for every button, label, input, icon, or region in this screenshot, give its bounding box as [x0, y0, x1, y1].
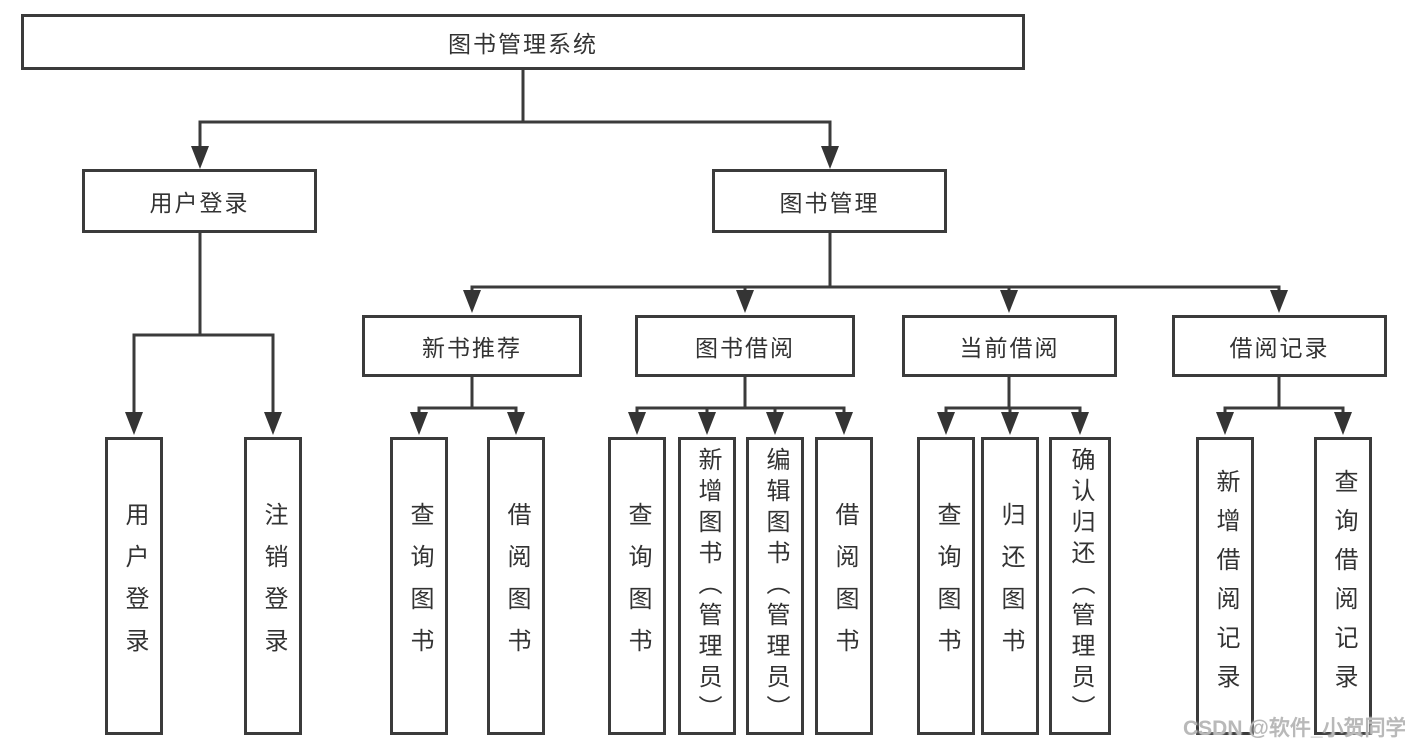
node-library-system: 图书管理系统: [21, 14, 1025, 70]
node-new-book-recommendation: 新书推荐: [362, 315, 582, 377]
node-book-borrowing: 图书借阅: [635, 315, 855, 377]
leaf-user-login: 用户登录: [105, 437, 163, 735]
watermark: CSDN @软件_小贺同学: [1183, 717, 1405, 740]
arrowhead-icons: [125, 146, 1352, 435]
leaf-query-borrow-record: 查询借阅记录: [1314, 437, 1372, 735]
leaf-edit-books-admin: 编辑图书（管理员）: [746, 437, 804, 735]
leaf-query-books-borrow: 查询图书: [608, 437, 666, 735]
leaf-borrow-books: 借阅图书: [815, 437, 873, 735]
leaf-add-borrow-record: 新增借阅记录: [1196, 437, 1254, 735]
node-current-borrowing: 当前借阅: [902, 315, 1117, 377]
leaf-borrow-books-recommend: 借阅图书: [487, 437, 545, 735]
leaf-query-books-recommend: 查询图书: [390, 437, 448, 735]
node-borrowing-records: 借阅记录: [1172, 315, 1387, 377]
leaf-confirm-return-admin: 确认归还（管理员）: [1049, 437, 1111, 735]
leaf-add-books-admin: 新增图书（管理员）: [678, 437, 736, 735]
leaf-query-books-current: 查询图书: [917, 437, 975, 735]
leaf-return-books: 归还图书: [981, 437, 1039, 735]
node-user-login: 用户登录: [82, 169, 317, 233]
leaf-logout: 注销登录: [244, 437, 302, 735]
node-book-management: 图书管理: [712, 169, 947, 233]
